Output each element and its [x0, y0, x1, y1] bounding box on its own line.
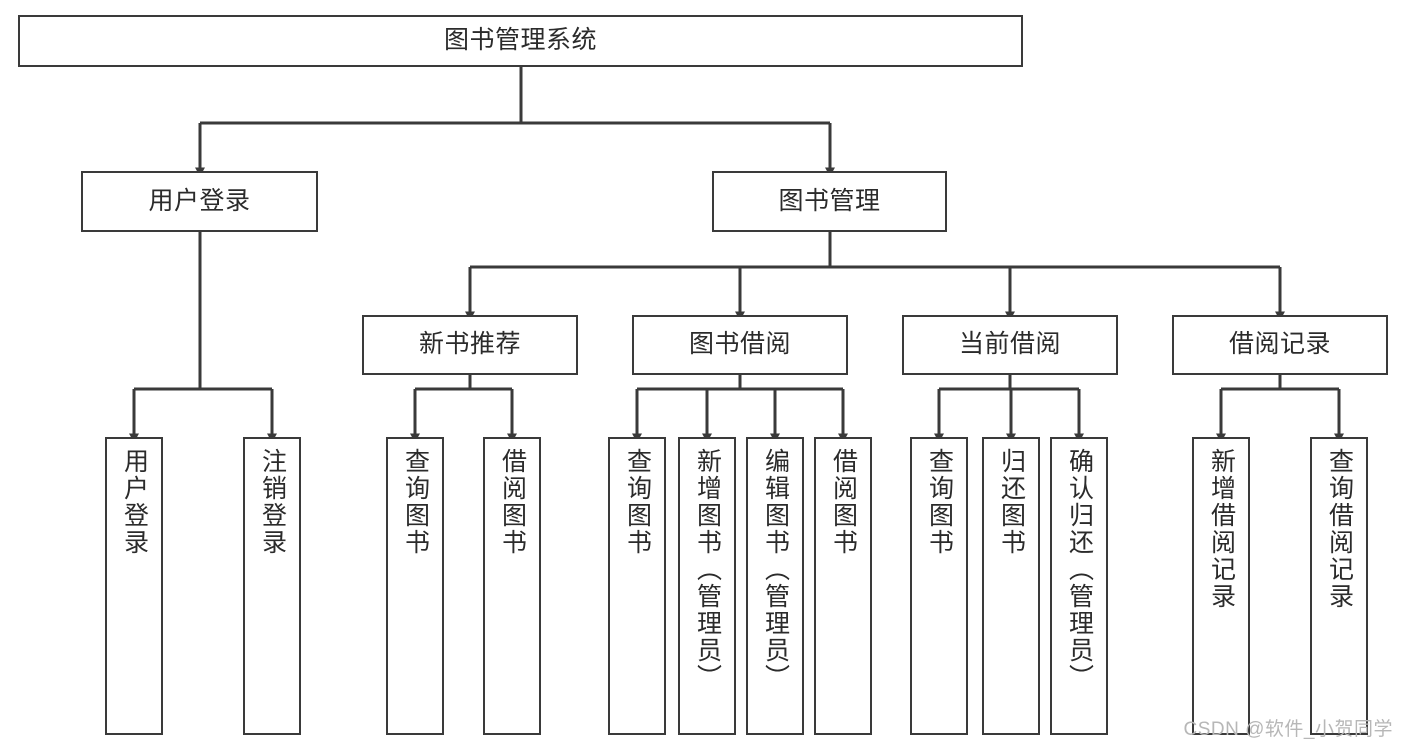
node-l4-a2[interactable]: 注销登录 [243, 437, 301, 735]
node-l4-c1[interactable]: 查询图书 [608, 437, 666, 735]
watermark: CSDN @软件_小贺同学 [1183, 719, 1393, 740]
node-l4-b2[interactable]: 借阅图书 [483, 437, 541, 735]
node-label: 图书管理系统 [443, 26, 597, 55]
node-l4-d3[interactable]: 确认归还（管理员） [1050, 437, 1108, 735]
node-label: 查询图书 [401, 448, 430, 556]
node-label: 新增借阅记录 [1207, 448, 1236, 610]
node-label: 借阅图书 [829, 448, 858, 556]
node-l3-newbook[interactable]: 新书推荐 [362, 315, 578, 375]
node-l4-c2[interactable]: 新增图书（管理员） [678, 437, 736, 735]
node-label: 借阅图书 [498, 448, 527, 556]
node-l3-record[interactable]: 借阅记录 [1172, 315, 1388, 375]
node-label: 归还图书 [997, 448, 1026, 556]
node-l4-b1[interactable]: 查询图书 [386, 437, 444, 735]
node-l4-d2[interactable]: 归还图书 [982, 437, 1040, 735]
node-l2-login[interactable]: 用户登录 [81, 171, 318, 232]
node-label: 图书管理 [778, 186, 881, 215]
node-l4-c4[interactable]: 借阅图书 [814, 437, 872, 735]
node-label: 当前借阅 [958, 330, 1061, 359]
node-label: 用户登录 [148, 186, 251, 215]
node-label: 用户登录 [120, 448, 149, 556]
node-l3-borrow[interactable]: 图书借阅 [632, 315, 848, 375]
node-l4-a1[interactable]: 用户登录 [105, 437, 163, 735]
node-label: 注销登录 [258, 448, 287, 556]
node-label: 借阅记录 [1228, 330, 1331, 359]
node-l4-c3[interactable]: 编辑图书（管理员） [746, 437, 804, 735]
node-label: 新书推荐 [418, 330, 521, 359]
node-l4-e1[interactable]: 新增借阅记录 [1192, 437, 1250, 735]
node-l4-d1[interactable]: 查询图书 [910, 437, 968, 735]
node-label: 查询借阅记录 [1325, 448, 1354, 610]
node-label: 编辑图书（管理员） [761, 448, 790, 691]
node-l4-e2[interactable]: 查询借阅记录 [1310, 437, 1368, 735]
node-label: 新增图书（管理员） [693, 448, 722, 691]
node-label: 确认归还（管理员） [1065, 448, 1094, 691]
node-root[interactable]: 图书管理系统 [18, 15, 1023, 67]
node-label: 图书借阅 [688, 330, 791, 359]
node-label: 查询图书 [623, 448, 652, 556]
node-l3-current[interactable]: 当前借阅 [902, 315, 1118, 375]
node-l2-bookmgmt[interactable]: 图书管理 [712, 171, 947, 232]
node-label: 查询图书 [925, 448, 954, 556]
